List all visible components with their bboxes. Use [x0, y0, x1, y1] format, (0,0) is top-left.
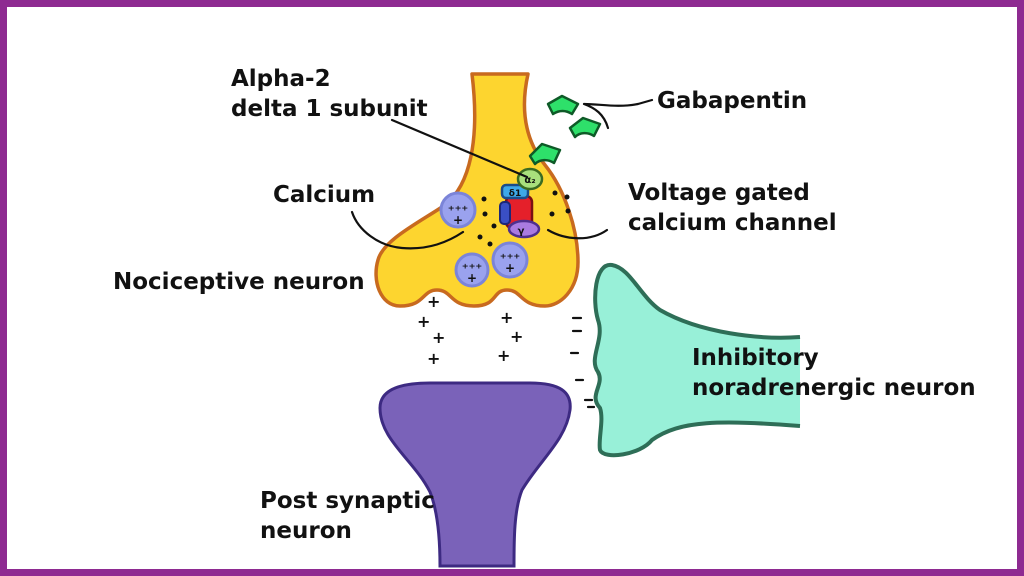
vesicle: ⁺⁺⁺ +: [439, 191, 477, 229]
svg-text:+: +: [505, 261, 515, 275]
inhibitory-label-line2: noradrenergic neuron: [692, 375, 976, 401]
vgcc-label: Voltage gated calcium channel: [628, 178, 837, 238]
vesicle: ⁺⁺⁺ +: [454, 252, 490, 288]
inhibitory-neuron: [592, 262, 801, 458]
postsynaptic-neuron-label: Post synaptic neuron: [260, 486, 435, 546]
vgcc-leader-line: [546, 228, 609, 240]
svg-text:+: +: [510, 327, 523, 346]
svg-text:+: +: [427, 349, 440, 368]
alpha2-label-line2: delta 1 subunit: [231, 96, 428, 122]
delta-subunit-glyph: δ1: [509, 189, 521, 199]
gamma-subunit-glyph: γ: [518, 226, 525, 237]
calcium-dots-outside: [549, 190, 571, 217]
vgcc-label-line2: calcium channel: [628, 210, 837, 236]
alpha-subunit-glyph: α₂: [524, 175, 535, 186]
svg-text:+: +: [432, 328, 445, 347]
calcium-dots-inside: [477, 196, 497, 247]
vesicle: ⁺⁺⁺ +: [491, 241, 529, 279]
postsynaptic-neuron: [378, 381, 572, 568]
calcium-leader-line: [350, 210, 465, 250]
svg-text:+: +: [500, 308, 513, 327]
inhibitory-neuron-label: Inhibitory noradrenergic neuron: [692, 343, 976, 403]
positive-charges: + + + + + + +: [417, 292, 523, 368]
alpha2-leader-line: [390, 118, 529, 179]
svg-text:+: +: [453, 213, 463, 227]
alpha2-label-line1: Alpha-2: [231, 66, 331, 92]
postsynaptic-label-line1: Post synaptic: [260, 488, 435, 514]
svg-text:⁺⁺⁺: ⁺⁺⁺: [462, 262, 483, 277]
nociceptive-neuron-label: Nociceptive neuron: [113, 269, 365, 295]
svg-text:⁺⁺⁺: ⁺⁺⁺: [448, 204, 469, 219]
negative-charges: [569, 316, 596, 409]
gabapentin-label: Gabapentin: [657, 88, 808, 114]
svg-text:+: +: [417, 312, 430, 331]
calcium-label: Calcium: [273, 182, 376, 208]
svg-text:+: +: [427, 292, 440, 311]
inhibitory-label-line1: Inhibitory: [692, 345, 819, 371]
alpha2-delta1-label: Alpha-2 delta 1 subunit: [231, 64, 428, 124]
vgcc-label-line1: Voltage gated: [628, 180, 810, 206]
svg-text:+: +: [497, 346, 510, 365]
svg-text:+: +: [467, 271, 477, 285]
gabapentin-molecules: [528, 94, 602, 166]
postsynaptic-label-line2: neuron: [260, 518, 352, 544]
calcium-channel: γ δ1 α₂: [499, 167, 544, 239]
gabapentin-bracket: [582, 98, 654, 130]
svg-text:⁺⁺⁺: ⁺⁺⁺: [500, 252, 521, 267]
